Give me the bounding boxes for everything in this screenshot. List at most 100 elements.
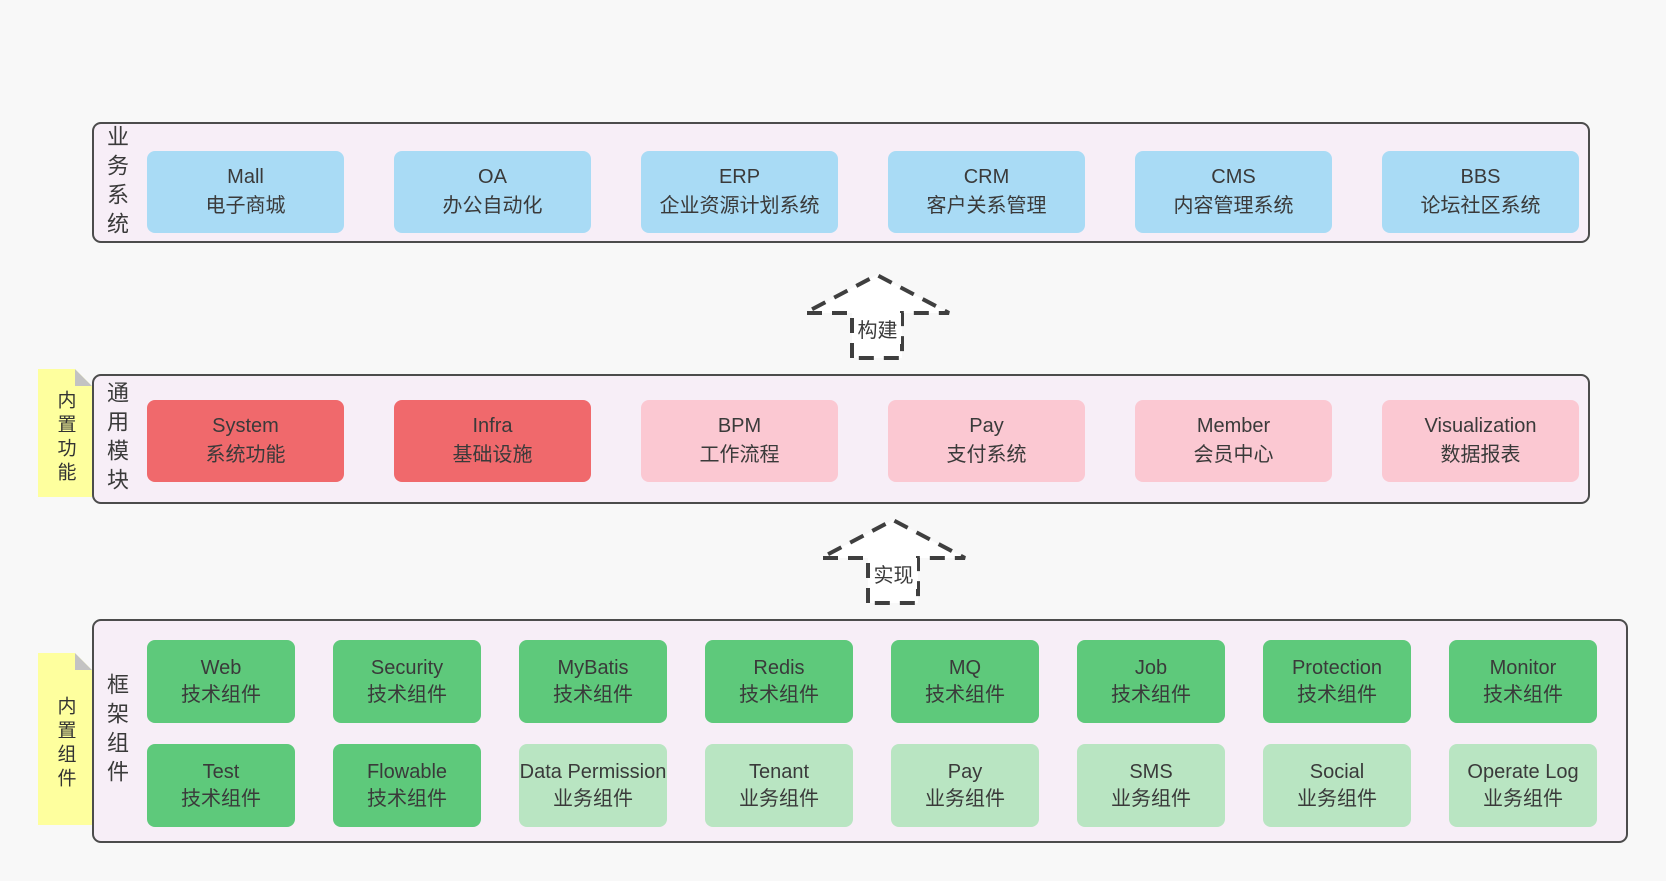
box-title: MyBatis (557, 657, 629, 680)
box-title: Visualization (1424, 415, 1537, 437)
implement-arrow: 实现 (806, 510, 981, 610)
box-title: SMS (1129, 761, 1173, 784)
module-box: Infra 基础设施 (394, 400, 591, 482)
box-subtitle: 工作流程 (699, 444, 780, 466)
box-title: Monitor (1489, 657, 1557, 680)
system-box: OA 办公自动化 (394, 151, 591, 233)
box-title: OA (478, 166, 507, 188)
system-box: BBS 论坛社区系统 (1382, 151, 1579, 233)
build-arrow: 构建 (790, 265, 965, 365)
module-box: Visualization 数据报表 (1382, 400, 1579, 482)
implement-arrow-label: 实现 (870, 558, 917, 589)
box-subtitle: 客户关系管理 (926, 195, 1047, 217)
box-subtitle: 技术组件 (367, 683, 447, 706)
component-box: Data Permission 业务组件 (519, 744, 667, 827)
box-subtitle: 系统功能 (205, 444, 286, 466)
sticky-note-builtin-components: 内置组件 (38, 653, 92, 825)
layer-common-modules: 通用模块 System 系统功能 Infra 基础设施 BPM 工作流程 (92, 374, 1590, 504)
component-box: Security 技术组件 (333, 640, 481, 723)
box-title: Member (1196, 415, 1271, 437)
box-subtitle: 业务组件 (1297, 787, 1377, 810)
box-title: Security (370, 657, 444, 680)
component-box: MQ 技术组件 (891, 640, 1039, 723)
box-title: CMS (1211, 166, 1256, 188)
box-title: Web (200, 657, 242, 680)
box-subtitle: 技术组件 (1297, 683, 1377, 706)
box-title: Data Permission (519, 761, 667, 784)
box-subtitle: 业务组件 (1483, 787, 1563, 810)
component-box: MyBatis 技术组件 (519, 640, 667, 723)
layer-label-framework: 框架组件 (104, 673, 129, 789)
box-title: Mall (227, 166, 264, 188)
box-subtitle: 业务组件 (739, 787, 819, 810)
box-subtitle: 会员中心 (1193, 444, 1274, 466)
box-title: Test (202, 761, 240, 784)
box-subtitle: 技术组件 (553, 683, 633, 706)
module-box: System 系统功能 (147, 400, 344, 482)
system-box: CMS 内容管理系统 (1135, 151, 1332, 233)
box-subtitle: 电子商城 (205, 195, 286, 217)
component-box: Monitor 技术组件 (1449, 640, 1597, 723)
module-box: Pay 支付系统 (888, 400, 1085, 482)
component-box: Tenant 业务组件 (705, 744, 853, 827)
box-title: Pay (947, 761, 983, 784)
box-subtitle: 技术组件 (925, 683, 1005, 706)
box-subtitle: 技术组件 (181, 787, 261, 810)
box-title: Redis (753, 657, 805, 680)
box-subtitle: 企业资源计划系统 (659, 195, 820, 217)
layer-business-systems: 业务系统 Mall 电子商城 OA 办公自动化 ERP 企业资源计划系统 (92, 122, 1590, 243)
system-box: Mall 电子商城 (147, 151, 344, 233)
component-box: Job 技术组件 (1077, 640, 1225, 723)
component-box: Redis 技术组件 (705, 640, 853, 723)
box-subtitle: 技术组件 (367, 787, 447, 810)
box-title: MQ (948, 657, 982, 680)
system-box: CRM 客户关系管理 (888, 151, 1085, 233)
box-title: Protection (1291, 657, 1383, 680)
box-title: Pay (969, 415, 1004, 437)
component-box: Protection 技术组件 (1263, 640, 1411, 723)
box-subtitle: 论坛社区系统 (1420, 195, 1541, 217)
box-subtitle: 技术组件 (181, 683, 261, 706)
business-boxes-row: Mall 电子商城 OA 办公自动化 ERP 企业资源计划系统 CRM 客户关系… (147, 151, 1579, 233)
module-box: Member 会员中心 (1135, 400, 1332, 482)
build-arrow-label: 构建 (854, 313, 901, 344)
layer-framework-components: 框架组件 Web 技术组件 Security 技术组件 MyBatis 技术组件 (92, 619, 1628, 843)
component-box: Pay 业务组件 (891, 744, 1039, 827)
component-box: SMS 业务组件 (1077, 744, 1225, 827)
box-title: BBS (1460, 166, 1501, 188)
note-text: 内置功能 (54, 390, 76, 486)
box-subtitle: 业务组件 (1111, 787, 1191, 810)
box-title: Operate Log (1467, 761, 1579, 784)
box-subtitle: 技术组件 (1111, 683, 1191, 706)
box-subtitle: 业务组件 (553, 787, 633, 810)
box-subtitle: 办公自动化 (442, 195, 543, 217)
component-box: Test 技术组件 (147, 744, 295, 827)
box-title: Job (1134, 657, 1168, 680)
box-title: Flowable (366, 761, 448, 784)
box-subtitle: 业务组件 (925, 787, 1005, 810)
layer-label-business: 业务系统 (104, 124, 129, 241)
component-box: Social 业务组件 (1263, 744, 1411, 827)
box-subtitle: 数据报表 (1440, 444, 1521, 466)
component-box: Operate Log 业务组件 (1449, 744, 1597, 827)
layer-label-modules: 通用模块 (104, 381, 129, 497)
component-box: Web 技术组件 (147, 640, 295, 723)
box-title: ERP (718, 166, 761, 188)
box-subtitle: 技术组件 (739, 683, 819, 706)
box-subtitle: 基础设施 (452, 444, 533, 466)
box-title: System (212, 415, 279, 437)
box-subtitle: 内容管理系统 (1173, 195, 1294, 217)
box-title: Infra (472, 415, 513, 437)
box-title: BPM (717, 415, 762, 437)
box-subtitle: 支付系统 (946, 444, 1027, 466)
component-box: Flowable 技术组件 (333, 744, 481, 827)
sticky-note-builtin-features: 内置功能 (38, 369, 92, 497)
module-boxes-row: System 系统功能 Infra 基础设施 BPM 工作流程 Pay 支付系统 (147, 400, 1579, 482)
module-box: BPM 工作流程 (641, 400, 838, 482)
note-text: 内置组件 (54, 696, 76, 792)
framework-boxes-row-1: Web 技术组件 Security 技术组件 MyBatis 技术组件 Redi… (147, 640, 1597, 723)
box-title: Tenant (748, 761, 810, 784)
framework-boxes-row-2: Test 技术组件 Flowable 技术组件 Data Permission … (147, 744, 1597, 827)
box-subtitle: 技术组件 (1483, 683, 1563, 706)
box-title: Social (1309, 761, 1365, 784)
